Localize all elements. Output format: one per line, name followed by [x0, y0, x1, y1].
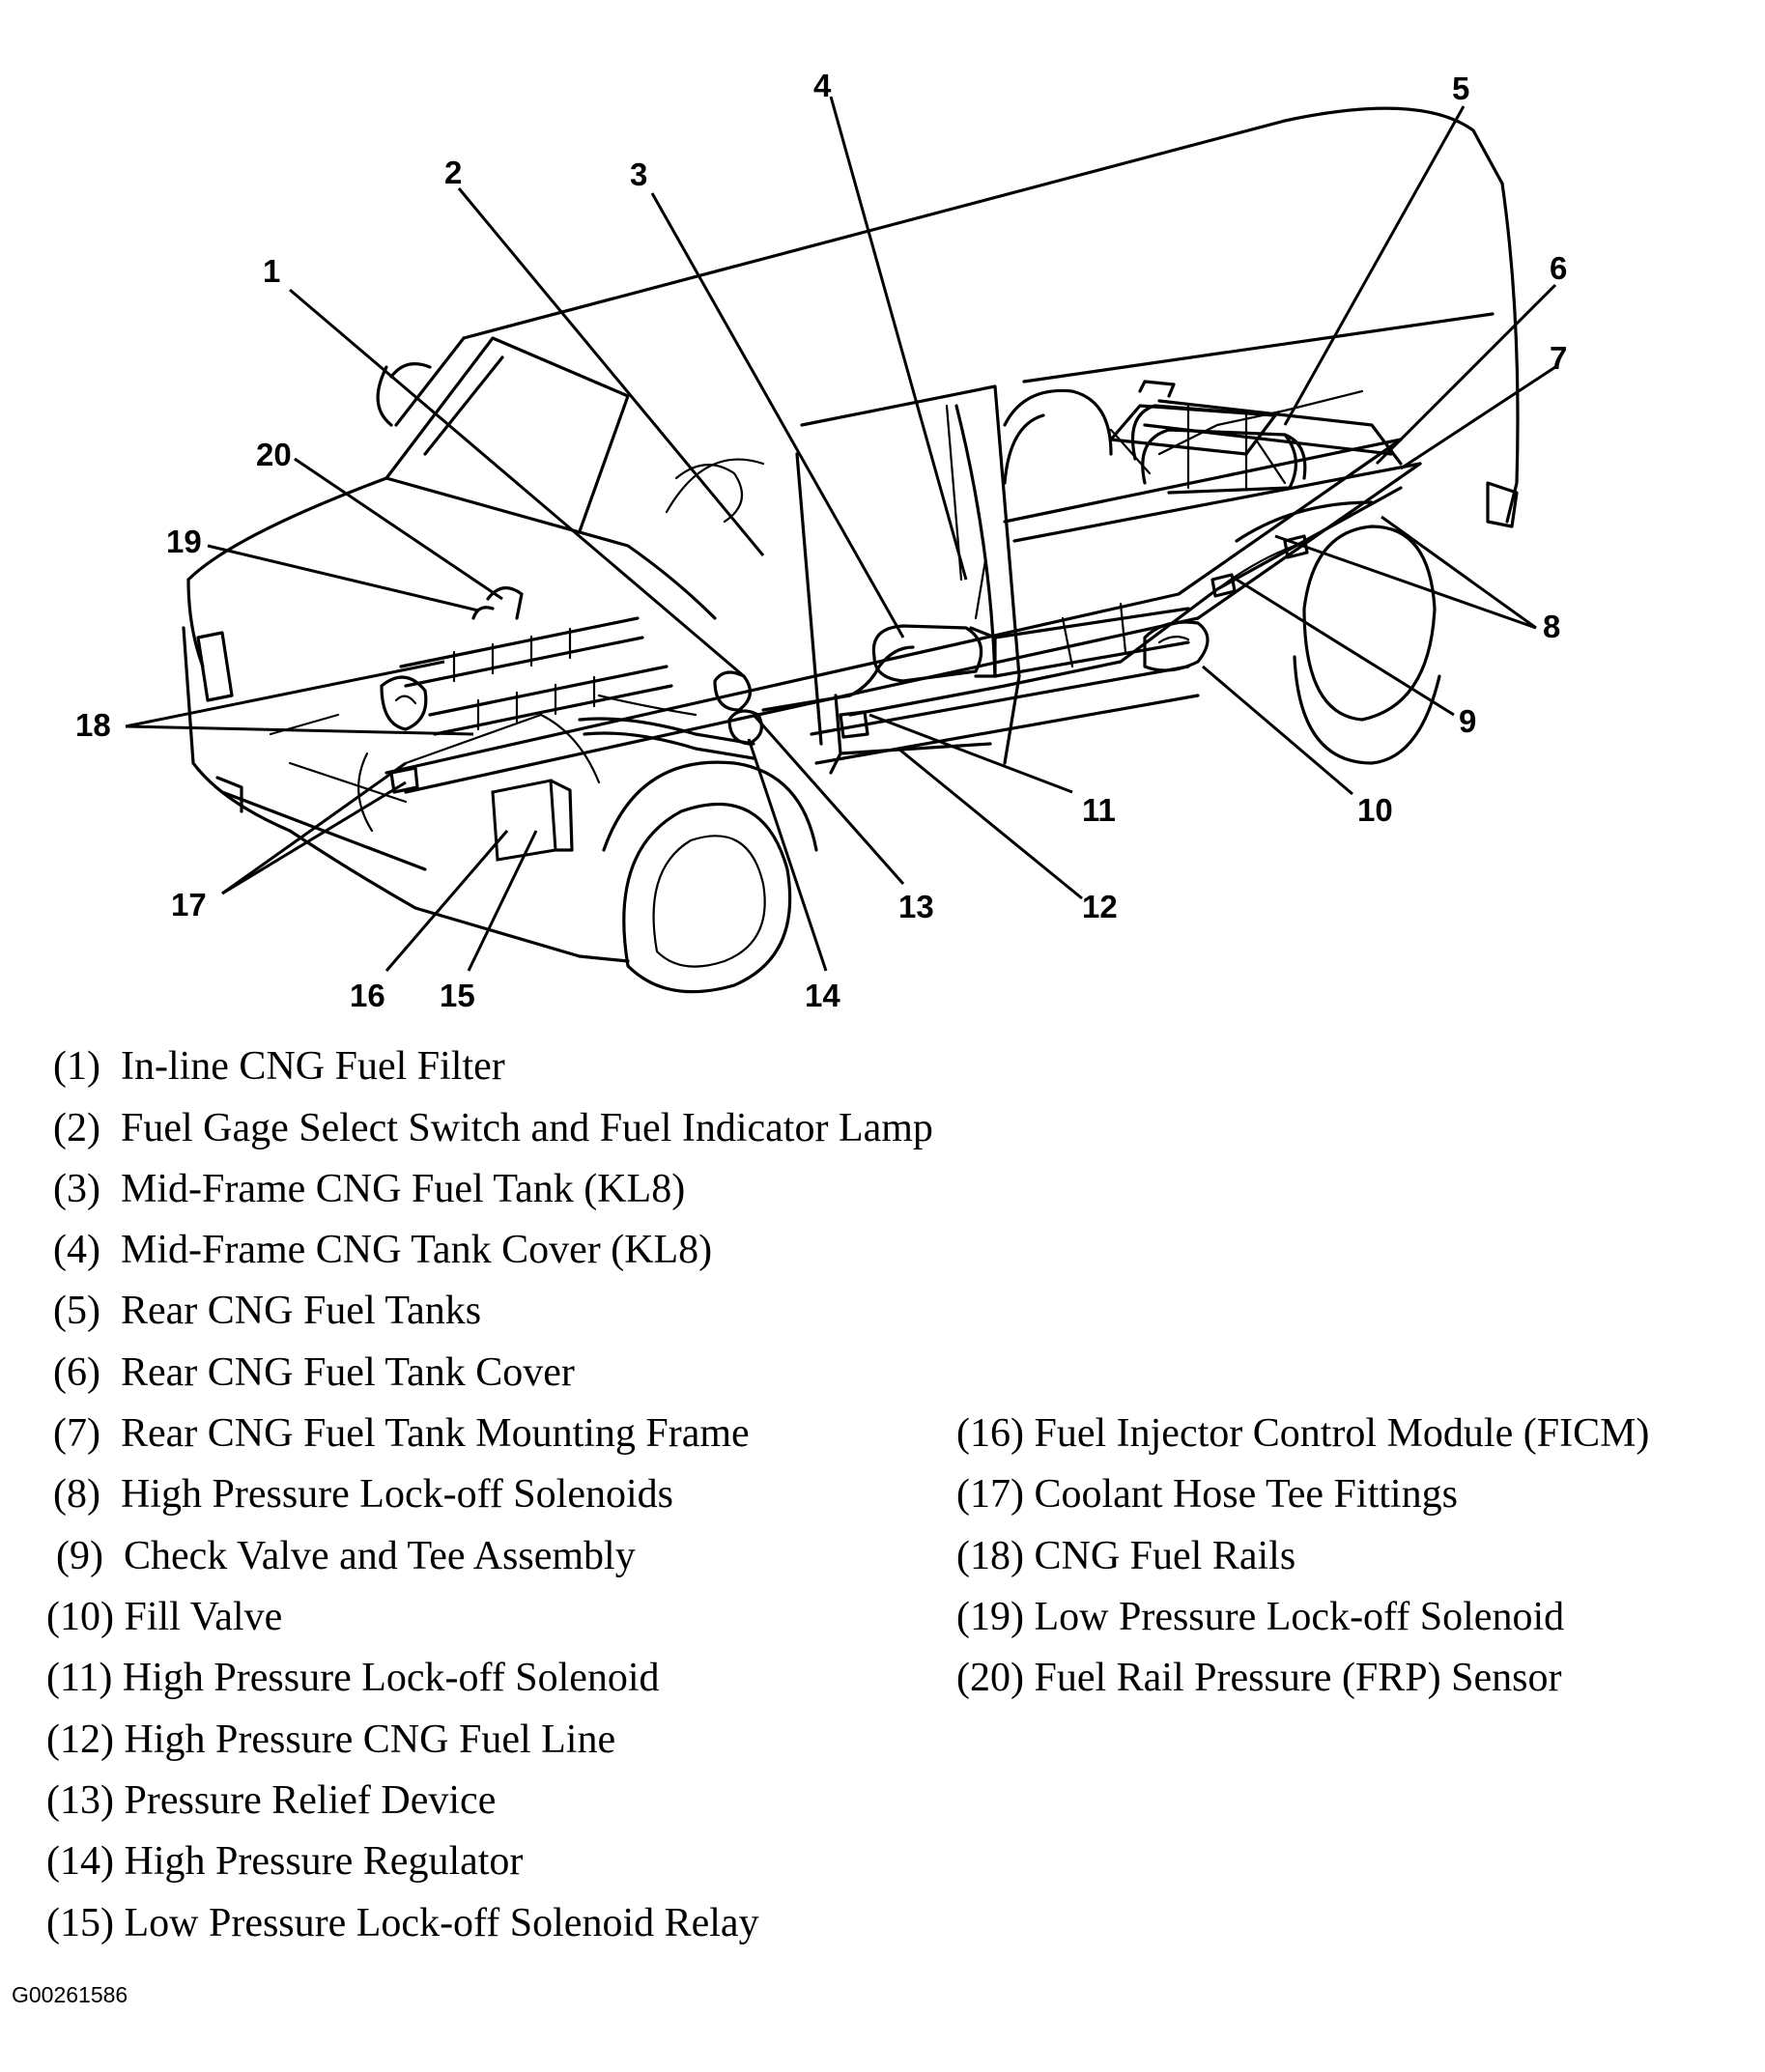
- callout-6: 6: [1550, 250, 1567, 286]
- legend-item-13: (13) Pressure Relief Device: [46, 1778, 497, 1823]
- legend-item-20: (20) Fuel Rail Pressure (FRP) Sensor: [956, 1656, 1562, 1700]
- legend-item-3: (3) Mid-Frame CNG Fuel Tank (KL8): [53, 1167, 686, 1211]
- leader-lines: [125, 96, 1557, 972]
- vehicle-fuel-system-diagram: 1 2 3 4 5 6 7 8 9 10 11 12 13 14 15 16 1…: [75, 68, 1567, 1013]
- vehicle-frame: [384, 389, 1422, 794]
- legend-item-12: (12) High Pressure CNG Fuel Line: [46, 1717, 616, 1762]
- legend-item-17: (17) Coolant Hose Tee Fittings: [956, 1472, 1458, 1517]
- legend-item-10: (10) Fill Valve: [46, 1595, 283, 1639]
- legend-item-14: (14) High Pressure Regulator: [46, 1839, 524, 1884]
- callout-2: 2: [444, 155, 462, 190]
- legend-item-5: (5) Rear CNG Fuel Tanks: [53, 1289, 482, 1333]
- callout-8: 8: [1543, 609, 1560, 644]
- callout-20: 20: [256, 437, 292, 472]
- callout-9: 9: [1459, 703, 1476, 739]
- callout-15: 15: [440, 978, 475, 1013]
- callout-1: 1: [263, 253, 280, 289]
- legend-item-8: (8) High Pressure Lock-off Solenoids: [53, 1472, 673, 1517]
- legend-item-6: (6) Rear CNG Fuel Tank Cover: [53, 1350, 575, 1395]
- legend-item-16: (16) Fuel Injector Control Module (FICM): [956, 1411, 1650, 1456]
- callout-12: 12: [1082, 889, 1118, 924]
- legend-item-11: (11) High Pressure Lock-off Solenoid: [46, 1656, 660, 1700]
- figure-id: G00261586: [12, 1982, 128, 2007]
- legend-item-18: (18) CNG Fuel Rails: [956, 1534, 1296, 1578]
- mid-frame-cng-fuel-tank: [871, 602, 1190, 683]
- callout-4: 4: [813, 68, 832, 103]
- legend-item-2: (2) Fuel Gage Select Switch and Fuel Ind…: [53, 1106, 933, 1150]
- high-pressure-fuel-line: [848, 486, 1403, 717]
- callout-numbers: 1 2 3 4 5 6 7 8 9 10 11 12 13 14 15 16 1…: [75, 68, 1567, 1013]
- vehicle-body: [182, 106, 1520, 994]
- legend-item-9: (9) Check Valve and Tee Assembly: [56, 1534, 636, 1578]
- callout-17: 17: [171, 887, 207, 922]
- legend-item-15: (15) Low Pressure Lock-off Solenoid Rela…: [46, 1901, 759, 1945]
- callout-10: 10: [1357, 792, 1393, 828]
- callout-18: 18: [75, 707, 111, 743]
- legend-item-7: (7) Rear CNG Fuel Tank Mounting Frame: [53, 1411, 750, 1456]
- legend-item-1: (1) In-line CNG Fuel Filter: [53, 1044, 505, 1089]
- legend-item-19: (19) Low Pressure Lock-off Solenoid: [956, 1595, 1565, 1639]
- callout-7: 7: [1550, 340, 1567, 376]
- callout-3: 3: [630, 156, 647, 192]
- engine-fuel-rails: [269, 586, 755, 833]
- callout-11: 11: [1082, 792, 1116, 828]
- callout-19: 19: [166, 524, 202, 559]
- ficm-module: [491, 779, 574, 862]
- callout-5: 5: [1452, 71, 1469, 106]
- callout-14: 14: [805, 978, 840, 1013]
- callout-13: 13: [898, 889, 934, 924]
- legend-item-4: (4) Mid-Frame CNG Tank Cover (KL8): [53, 1228, 713, 1272]
- callout-16: 16: [350, 978, 385, 1013]
